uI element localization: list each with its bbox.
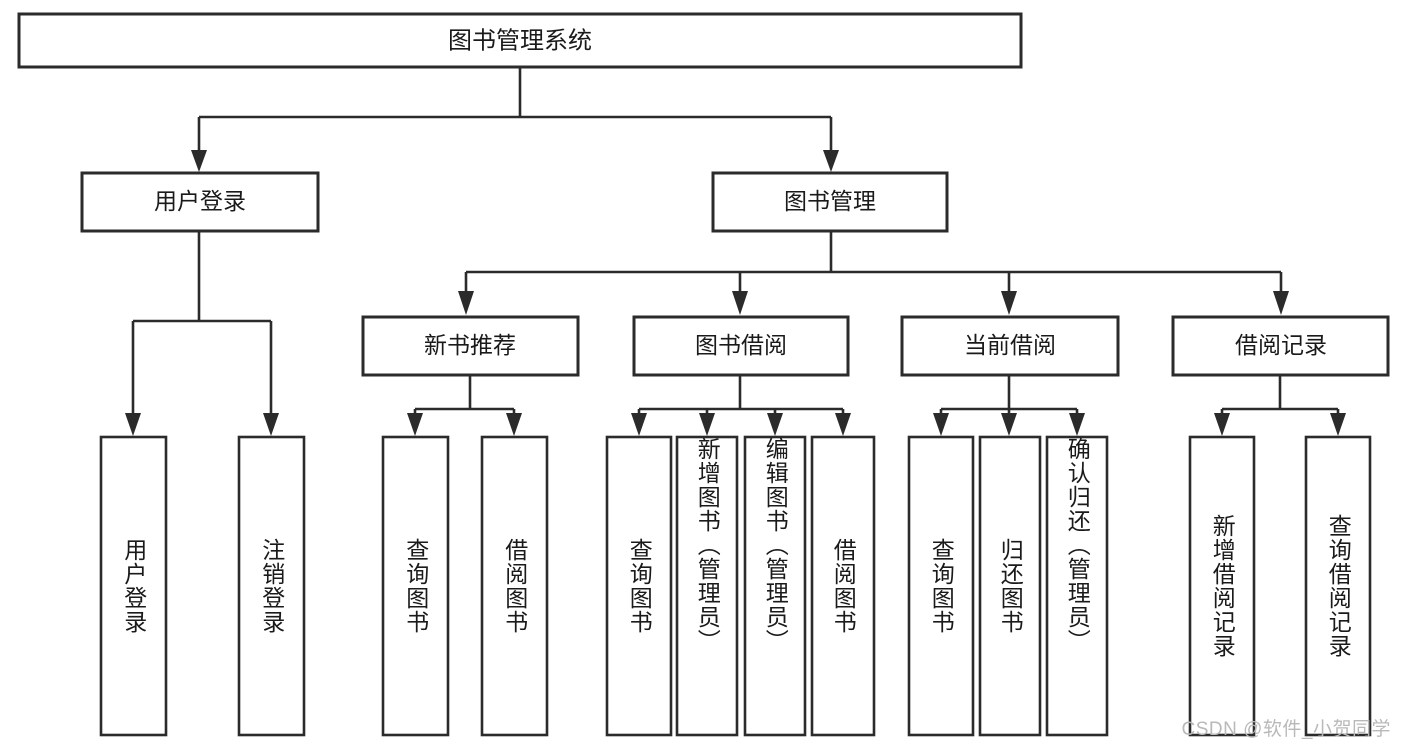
node-leaf-return-book-box[interactable]	[978, 435, 1042, 737]
connectors-borrow-record-to-leaves	[1214, 375, 1346, 436]
arrow-head-leaf-query-book-1	[407, 413, 423, 436]
node-borrow-record-label: 借阅记录	[1235, 332, 1327, 358]
arrow-head-leaf-confirm-return	[1069, 413, 1085, 436]
node-book-management-label: 图书管理	[784, 188, 876, 214]
node-leaf-user-login-box[interactable]	[99, 435, 168, 737]
connectors-book-management-to-level3	[458, 231, 1289, 315]
node-leaf-query-book-1-box[interactable]	[381, 435, 450, 737]
arrow-head-leaf-query-record	[1330, 413, 1346, 436]
arrow-head-leaf-return-book	[1001, 413, 1017, 436]
arrow-head-leaf-user-login	[125, 413, 141, 436]
connectors-root-to-level2	[191, 67, 839, 172]
arrow-head-user-login	[191, 150, 207, 172]
node-user-login[interactable]: 用户登录	[80, 171, 320, 233]
node-current-borrow-label: 当前借阅	[964, 332, 1056, 358]
leaf-boxes	[99, 435, 1372, 737]
connectors-book-borrow-to-leaves	[631, 375, 851, 436]
node-root-box[interactable]	[17, 12, 1023, 69]
arrow-head-leaf-edit-book	[767, 413, 783, 436]
arrow-head-leaf-query-book-2	[631, 413, 647, 436]
node-user-login-box[interactable]	[80, 171, 320, 233]
arrow-head-borrow-record	[1273, 291, 1289, 315]
node-user-login-label: 用户登录	[154, 188, 246, 214]
arrow-head-book-borrow	[732, 291, 748, 315]
arrow-head-leaf-borrow-book-1	[506, 413, 522, 436]
connectors-new-book-recommend-to-leaves	[407, 375, 522, 436]
node-leaf-add-record-box[interactable]	[1188, 435, 1256, 737]
node-root[interactable]: 图书管理系统	[17, 12, 1023, 69]
connectors-current-borrow-to-leaves	[933, 375, 1085, 436]
node-book-borrow[interactable]: 图书借阅	[632, 315, 850, 377]
node-borrow-record-box[interactable]	[1171, 315, 1390, 377]
node-new-book-recommend-label: 新书推荐	[424, 332, 516, 358]
node-book-management-box[interactable]	[711, 171, 949, 233]
node-current-borrow[interactable]: 当前借阅	[900, 315, 1120, 377]
arrow-head-current-borrow	[1001, 291, 1017, 315]
node-leaf-add-book-box[interactable]	[675, 435, 739, 737]
node-borrow-record[interactable]: 借阅记录	[1171, 315, 1390, 377]
node-book-borrow-label: 图书借阅	[695, 332, 787, 358]
arrow-head-leaf-logout	[263, 413, 279, 436]
node-root-label: 图书管理系统	[448, 27, 592, 54]
arrow-head-book-management	[823, 150, 839, 172]
node-leaf-borrow-book-2-box[interactable]	[810, 435, 876, 737]
arrow-head-new-book-recommend	[458, 291, 474, 315]
node-new-book-recommend-box[interactable]	[361, 315, 580, 377]
node-leaf-query-book-3-box[interactable]	[907, 435, 975, 737]
node-leaf-query-record-box[interactable]	[1304, 435, 1372, 737]
node-book-borrow-box[interactable]	[632, 315, 850, 377]
node-leaf-edit-book-box[interactable]	[743, 435, 807, 737]
node-new-book-recommend[interactable]: 新书推荐	[361, 315, 580, 377]
node-leaf-logout-box[interactable]	[237, 435, 306, 737]
arrow-head-leaf-add-book	[699, 413, 715, 436]
node-leaf-borrow-book-1-box[interactable]	[480, 435, 549, 737]
connectors-user-login-to-leaves	[125, 231, 279, 436]
arrow-head-leaf-borrow-book-2	[835, 413, 851, 436]
arrow-head-leaf-add-record	[1214, 413, 1230, 436]
node-leaf-query-book-2-box[interactable]	[605, 435, 673, 737]
watermark: CSDN @软件_小贺同学	[1181, 719, 1391, 740]
node-current-borrow-box[interactable]	[900, 315, 1120, 377]
node-book-management[interactable]: 图书管理	[711, 171, 949, 233]
node-leaf-confirm-return-box[interactable]	[1045, 435, 1109, 737]
arrow-head-leaf-query-book-3	[933, 413, 949, 436]
